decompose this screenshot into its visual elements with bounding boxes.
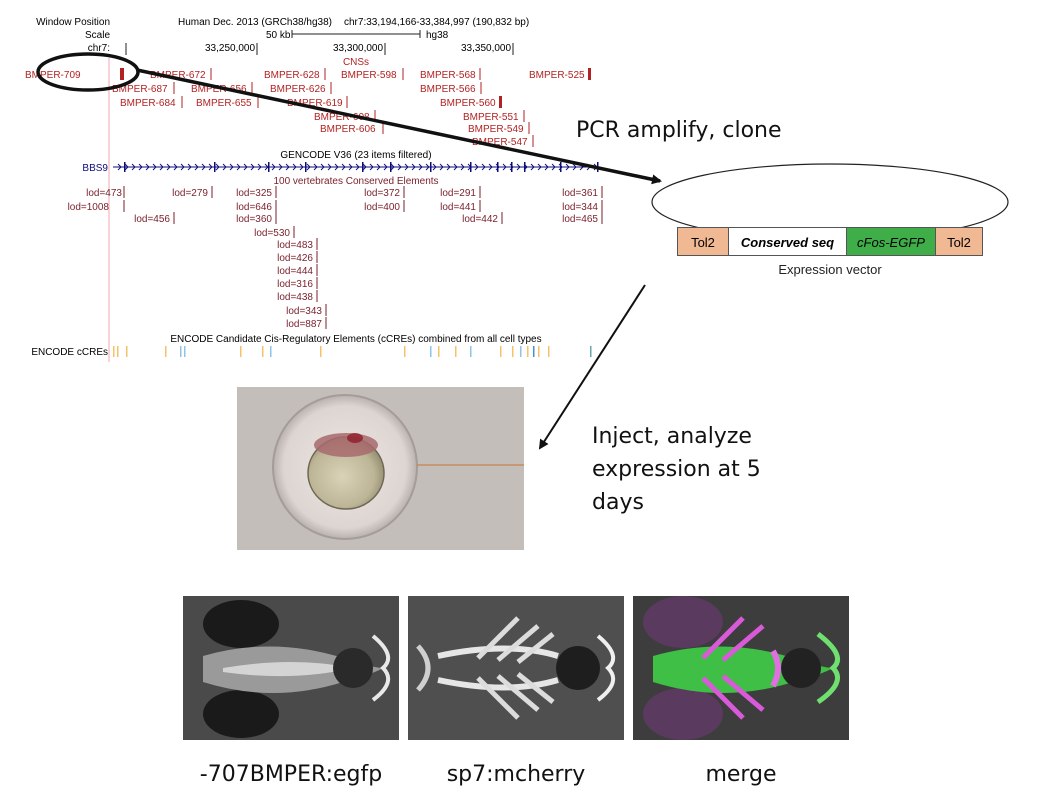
lod-label: lod=361 xyxy=(562,188,598,199)
chr-label: chr7: xyxy=(88,43,110,54)
cns-element-label: BMPER-606 xyxy=(320,124,376,135)
conserved-track-title: 100 vertebrates Conserved Elements xyxy=(273,176,438,187)
vector-caption: Expression vector xyxy=(778,262,882,277)
cns-element-label: BMPER-655 xyxy=(196,98,252,109)
expression-vector: Tol2 Conserved seq cFos-EGFP Tol2 Expres… xyxy=(650,160,1010,280)
cns-element-label: BMPER-551 xyxy=(463,112,519,123)
vector-segment-tol2: Tol2 xyxy=(677,227,729,256)
inject-line: expression at 5 xyxy=(592,457,761,482)
cns-element-label: BMPER-656 xyxy=(191,84,247,95)
gene-label: BBS9 xyxy=(82,163,108,174)
scale-label: Scale xyxy=(85,30,110,41)
embryo-image xyxy=(237,387,524,550)
lod-label: lod=372 xyxy=(364,188,400,199)
pcr-step-label: PCR amplify, clone xyxy=(576,118,782,143)
cns-element-label: BMPER-608 xyxy=(314,112,370,123)
panel-label: -707BMPER:egfp xyxy=(199,762,383,787)
lod-label: lod=360 xyxy=(236,214,272,225)
position-label: chr7:33,194,166-33,384,997 (190,832 bp) xyxy=(344,17,529,28)
coord-label: 33,300,000 xyxy=(333,43,383,54)
lod-label: lod=887 xyxy=(286,319,322,330)
cns-track-title: CNSs xyxy=(343,57,369,68)
lod-label: lod=344 xyxy=(562,202,598,213)
lod-label: lod=279 xyxy=(172,188,208,199)
merge-panel-image xyxy=(633,596,849,740)
lod-label: lod=483 xyxy=(277,240,313,251)
encode-track-label: ENCODE cCREs xyxy=(31,347,108,358)
inject-line: days xyxy=(592,490,644,515)
cns-element-label: BMPER-628 xyxy=(264,70,320,81)
panel-label: sp7:mcherry xyxy=(446,762,586,787)
inject-line: Inject, analyze xyxy=(592,424,752,449)
window-position-label: Window Position xyxy=(36,17,110,28)
lod-label: lod=400 xyxy=(364,202,400,213)
encode-ccre-marks xyxy=(113,346,592,357)
conserved-elements-track: lod=473 lod=1008 lod=279 lod=456 lod=325… xyxy=(68,186,603,330)
inject-arrow xyxy=(538,284,646,450)
gencode-track-title: GENCODE V36 (23 items filtered) xyxy=(280,150,431,161)
lod-label: lod=530 xyxy=(254,228,290,239)
lod-label: lod=442 xyxy=(462,214,498,225)
cns-element-label: BMPER-560 xyxy=(440,98,496,109)
lod-label: lod=316 xyxy=(277,279,313,290)
encode-track-title: ENCODE Candidate Cis-Regulatory Elements… xyxy=(170,334,541,345)
cns-element-label: BMPER-598 xyxy=(341,70,397,81)
scale-assembly-label: hg38 xyxy=(426,30,449,41)
cns-element-label: BMPER-568 xyxy=(420,70,476,81)
lod-label: lod=646 xyxy=(236,202,272,213)
clone-arrow xyxy=(136,68,662,185)
cns-element-label: BMPER-684 xyxy=(120,98,176,109)
lod-label: lod=291 xyxy=(440,188,476,199)
highlight-ellipse xyxy=(36,52,140,92)
cns-element-label: BMPER-626 xyxy=(270,84,326,95)
cns-element-label: BMPER-687 xyxy=(112,84,168,95)
scale-kb-label: 50 kb xyxy=(266,30,291,41)
genome-browser: Window Position Human Dec. 2013 (GRCh38/… xyxy=(25,17,603,362)
cns-element-label: BMPER-709 xyxy=(25,70,81,81)
cns-element-label: BMPER-566 xyxy=(420,84,476,95)
inject-step-label: Inject, analyze expression at 5 days xyxy=(592,420,761,519)
lod-label: lod=465 xyxy=(562,214,598,225)
mcherry-panel-image xyxy=(408,596,624,740)
cns-element-label: BMPER-619 xyxy=(287,98,343,109)
panel-label: merge xyxy=(705,762,777,787)
lod-label: lod=456 xyxy=(134,214,170,225)
lod-label: lod=444 xyxy=(277,266,313,277)
assembly-label: Human Dec. 2013 (GRCh38/hg38) xyxy=(178,17,332,28)
lod-label: lod=438 xyxy=(277,292,313,303)
lod-label: lod=343 xyxy=(286,306,322,317)
lod-label: lod=1008 xyxy=(68,202,110,213)
lod-label: lod=426 xyxy=(277,253,313,264)
coord-label: 33,250,000 xyxy=(205,43,255,54)
gene-track xyxy=(113,162,600,172)
cns-element-label: BMPER-672 xyxy=(150,70,206,81)
lod-label: lod=325 xyxy=(236,188,272,199)
cns-track: BMPER-709 BMPER-672 BMPER-628 BMPER-598 … xyxy=(25,68,591,148)
egfp-panel-image xyxy=(183,596,399,740)
vector-segment-tol2: Tol2 xyxy=(936,227,983,256)
cns-element-mark xyxy=(120,68,124,80)
lod-label: lod=441 xyxy=(440,202,476,213)
vector-segment-conserved: Conserved seq xyxy=(729,227,847,256)
coord-label: 33,350,000 xyxy=(461,43,511,54)
cns-element-label: BMPER-547 xyxy=(472,137,528,148)
cns-element-label: BMPER-525 xyxy=(529,70,585,81)
lod-label: lod=473 xyxy=(86,188,122,199)
vector-segment-reporter: cFos-EGFP xyxy=(847,227,936,256)
cns-element-label: BMPER-549 xyxy=(468,124,524,135)
